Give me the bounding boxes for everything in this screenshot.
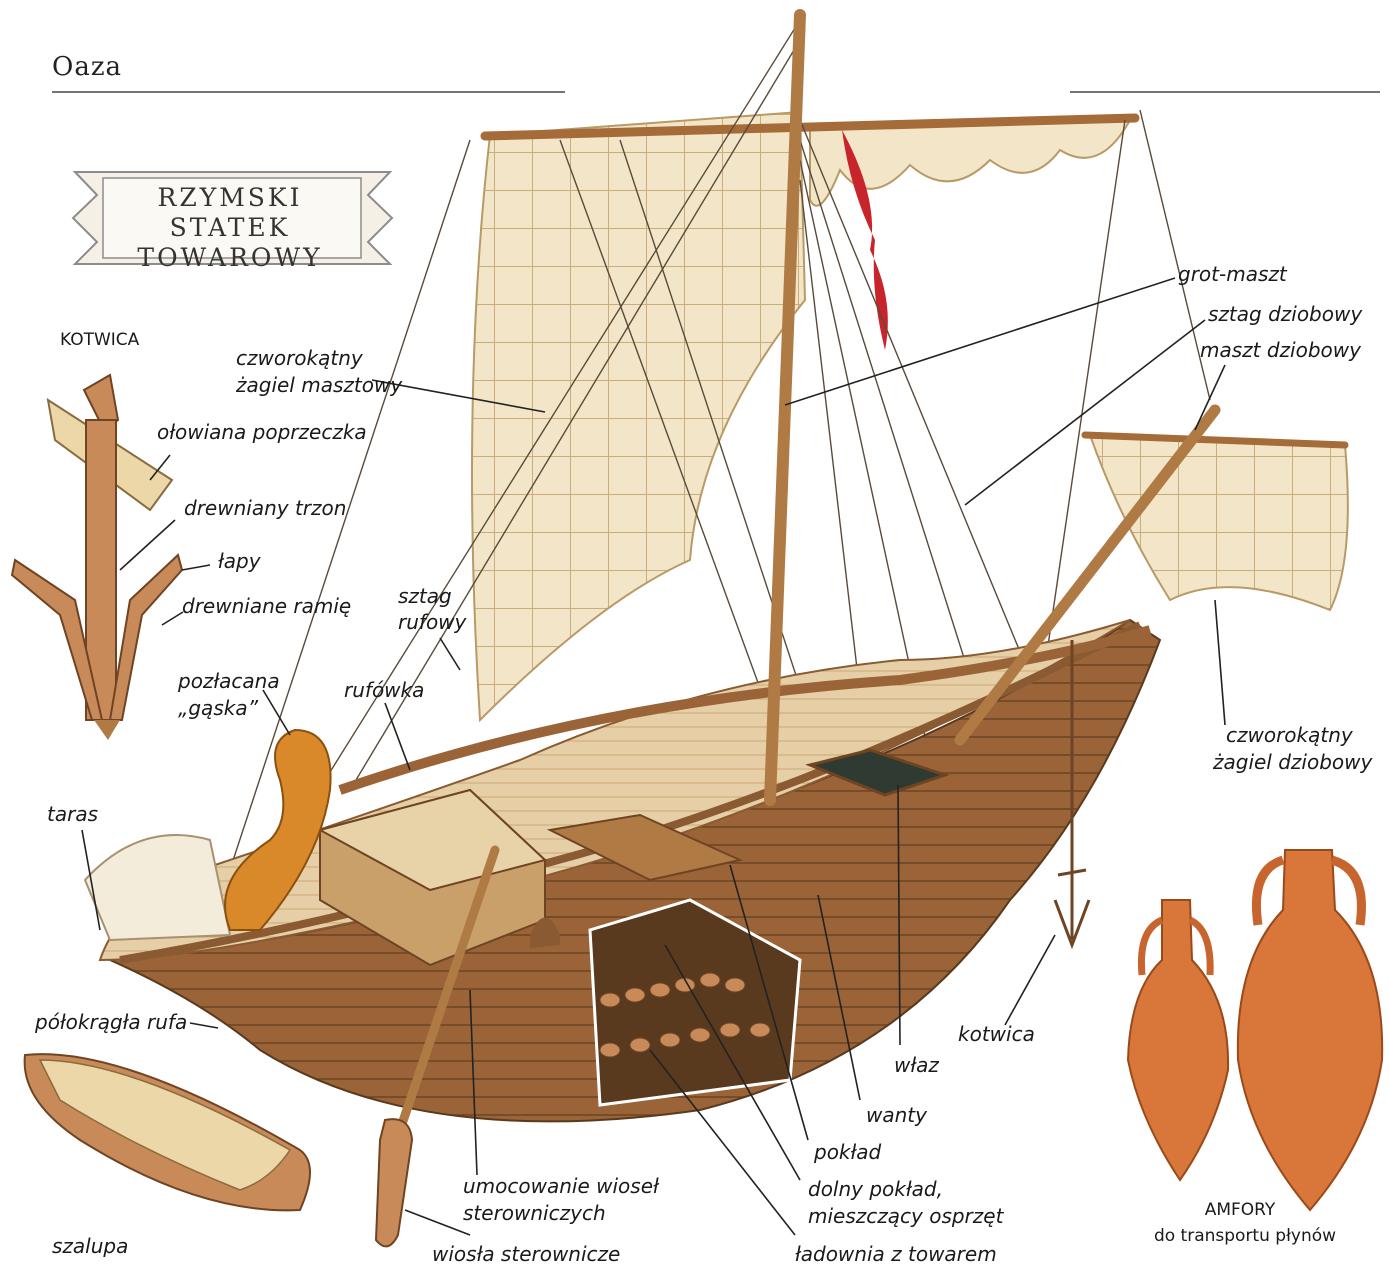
amphorae-title: AMFORY — [1150, 1198, 1330, 1223]
page-header-title: Oaza — [52, 52, 122, 82]
label-gilded-goose-1: pozłacana — [178, 669, 280, 694]
label-mainmast: grot-maszt — [1178, 262, 1287, 287]
label-hatch: właz — [894, 1053, 939, 1078]
label-lower-deck-2: mieszczący osprzęt — [808, 1204, 1003, 1229]
label-backstay-1: sztag — [398, 584, 452, 609]
skiff — [25, 1054, 310, 1210]
label-shrouds: wanty — [866, 1103, 927, 1128]
label-mainsail-1: czworokątny — [236, 346, 363, 371]
label-foresail-1: czworokątny — [1226, 723, 1353, 748]
label-forestay: sztag dziobowy — [1208, 302, 1362, 327]
label-wooden-arm: drewniane ramię — [182, 594, 351, 619]
label-deck: pokład — [814, 1140, 881, 1165]
label-flukes: łapy — [218, 549, 261, 574]
amphora-small — [1128, 900, 1228, 1180]
label-stern-cabin: rufówka — [344, 678, 424, 703]
label-cargo-hold: ładownia z towarem — [795, 1242, 997, 1267]
stern-canopy — [85, 835, 230, 940]
label-lead-crossbar: ołowiana poprzeczka — [157, 420, 367, 445]
label-steering-oars: wiosła sterownicze — [432, 1242, 620, 1267]
label-skiff: szalupa — [52, 1234, 128, 1259]
amphora-large — [1238, 850, 1382, 1210]
amphorae-caption: do transportu płynów — [1120, 1224, 1370, 1249]
label-foremast: maszt dziobowy — [1200, 338, 1361, 363]
main-sail — [472, 112, 805, 720]
label-wooden-shank: drewniany trzon — [184, 496, 346, 521]
anchor-panel-title: KOTWICA — [60, 328, 139, 353]
label-mainsail-2: żagiel masztowy — [236, 373, 402, 398]
label-anchor: kotwica — [958, 1022, 1035, 1047]
label-oar-mount-2: sterowniczych — [463, 1201, 606, 1226]
label-gilded-goose-2: „gąska” — [178, 696, 258, 721]
label-lower-deck-1: dolny pokład, — [808, 1177, 943, 1202]
label-taras: taras — [47, 802, 98, 827]
cartouche-line-1: RZYMSKI STATEK — [95, 183, 365, 243]
cartouche-line-2: TOWAROWY — [95, 243, 365, 273]
label-backstay-2: rufowy — [398, 610, 466, 635]
label-oar-mount-1: umocowanie wioseł — [463, 1174, 659, 1199]
label-foresail-2: żagiel dziobowy — [1213, 750, 1372, 775]
label-stern: półokrągła rufa — [35, 1010, 187, 1035]
cartouche-title: RZYMSKI STATEK TOWAROWY — [95, 183, 365, 273]
